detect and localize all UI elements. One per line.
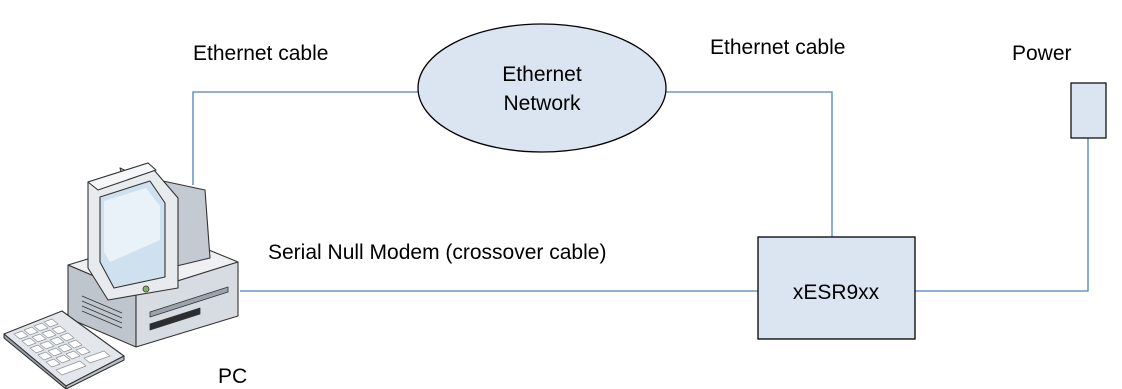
network-label-line2: Network (503, 92, 581, 115)
power-label: Power (1012, 42, 1072, 65)
device-box (757, 236, 916, 340)
power-cable-line (915, 138, 1089, 292)
pc-label: PC (218, 365, 247, 388)
device-label: xESR9xx (793, 281, 880, 304)
ethernet-cable-right-line (665, 91, 833, 237)
serial-cable-label: Serial Null Modem (crossover cable) (268, 241, 606, 264)
ethernet-network-cloud (417, 23, 667, 153)
keyboard-icon (3, 310, 125, 389)
ethernet-cable-left-line (192, 91, 425, 185)
desktop-computer-icon (67, 162, 239, 348)
ethernet-cable-left-label: Ethernet cable (193, 42, 328, 65)
ethernet-cable-right-label: Ethernet cable (710, 36, 845, 59)
network-label-line1: Ethernet (502, 63, 582, 86)
connection-lines (192, 91, 1089, 292)
power-supply-box (1070, 82, 1107, 139)
